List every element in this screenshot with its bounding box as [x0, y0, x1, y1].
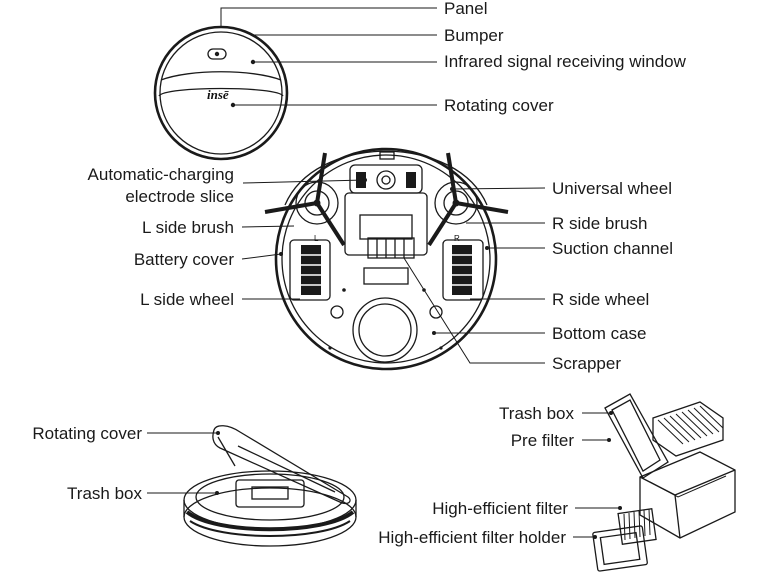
battery-window [359, 214, 413, 240]
scrapper-port-inner [358, 303, 412, 357]
trash-box-slot [235, 479, 305, 508]
screw-left [330, 305, 344, 319]
serial-label [363, 267, 409, 285]
label-hepa-filter: High-efficient filter [432, 499, 568, 518]
brand-logo: insē [207, 87, 229, 102]
label-rotating-cover-top: Rotating cover [444, 96, 554, 115]
open-cover-robot [183, 425, 357, 547]
r-brush-bristle-1 [446, 152, 458, 204]
r-brush-bristle-2 [455, 201, 509, 214]
label-trash-box-exploded: Trash box [499, 404, 574, 423]
label-hepa-holder: High-efficient filter holder [378, 528, 566, 547]
r-brush-bristle-3 [427, 201, 458, 247]
l-wheel-well [289, 239, 331, 301]
label-r-side-brush: R side brush [552, 214, 647, 233]
label-l-side-wheel: L side wheel [140, 290, 234, 309]
robot-base-side [183, 500, 357, 517]
bottom-view-leaders [241, 179, 546, 364]
top-latch [379, 151, 395, 160]
label-scrapper: Scrapper [552, 354, 621, 373]
pre-filter-pleats [657, 405, 724, 445]
label-rotating-cover-open: Rotating cover [32, 424, 142, 443]
suction-channel-grid [367, 237, 415, 259]
robot-top-inner [195, 473, 345, 521]
label-bottom-case: Bottom case [552, 324, 647, 343]
electrode-slice-right [406, 172, 416, 188]
l-brush-mark: L [314, 234, 319, 243]
panel-seam [160, 71, 282, 81]
label-panel: Panel [444, 0, 487, 18]
trash-box-handle [251, 486, 289, 500]
label-l-side-brush: L side brush [142, 218, 234, 237]
l-side-brush-hub-outer [295, 181, 339, 225]
r-brush-mark: R [454, 234, 460, 243]
label-r-side-wheel: R side wheel [552, 290, 649, 309]
label-battery-cover: Battery cover [134, 250, 234, 269]
label-universal-wheel: Universal wheel [552, 179, 672, 198]
label-suction-channel: Suction channel [552, 239, 673, 258]
trash-box-lid [604, 393, 669, 479]
label-charging-electrode-1: Automatic-charging [88, 165, 234, 184]
r-wheel-well [442, 239, 484, 301]
r-side-brush-hub-outer [434, 181, 478, 225]
trash-box-assembly [592, 393, 736, 572]
power-button [207, 48, 227, 60]
open-view-leaders [147, 432, 218, 494]
label-bumper: Bumper [444, 26, 504, 45]
l-brush-bristle-2 [264, 201, 318, 214]
label-charging-electrode-2: electrode slice [125, 187, 234, 206]
l-brush-bristle-3 [315, 201, 346, 247]
l-wheel-tread [301, 245, 321, 295]
robot-base-stripes [185, 510, 355, 532]
hepa-holder [592, 525, 648, 572]
universal-wheel-hub-inner [381, 175, 391, 185]
bottom-case-inner [281, 154, 491, 364]
label-pre-filter: Pre filter [511, 431, 575, 450]
l-brush-bristle-1 [315, 152, 327, 204]
bumper-band [284, 150, 488, 206]
top-view-leaders [220, 7, 437, 106]
cover-seam [158, 87, 284, 97]
pre-filter-mesh [652, 401, 724, 457]
universal-wheel-hub [376, 170, 396, 190]
robot-base-bottom [183, 487, 357, 547]
power-button-dot [214, 51, 220, 57]
trash-box-leaders [573, 412, 620, 538]
label-trash-box-open: Trash box [67, 484, 142, 503]
trash-box-body [639, 451, 736, 539]
top-panel [159, 31, 283, 155]
rotating-cover-lid [212, 425, 351, 505]
r-wheel-tread [452, 245, 472, 295]
screw-right [429, 305, 443, 319]
label-ir-window: Infrared signal receiving window [444, 52, 687, 71]
scrapper-port-outer [352, 297, 418, 363]
top-view-robot: insē [153, 25, 289, 161]
bottom-case-outer [274, 147, 498, 371]
